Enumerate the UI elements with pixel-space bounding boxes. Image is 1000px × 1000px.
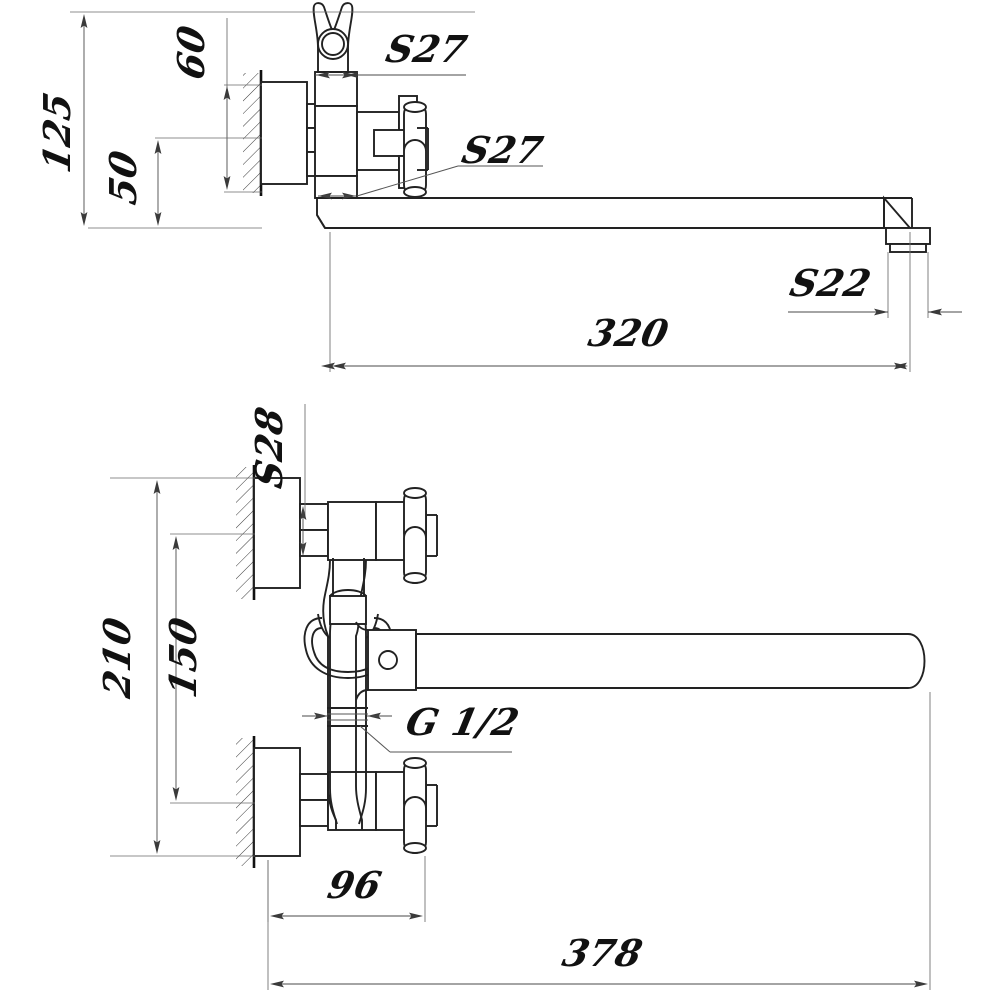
callout-label-g12: G 1/2 — [402, 700, 523, 744]
aerator-top — [885, 227, 931, 253]
dim-label-125: 125 — [35, 88, 79, 176]
dim-210-group — [110, 477, 255, 857]
spout-mount-block — [355, 621, 417, 701]
s27-bottom-leader — [318, 165, 543, 200]
callout-label-s27-top: S27 — [382, 27, 471, 71]
s27-top-leader — [315, 71, 466, 79]
dim-label-210: 210 — [95, 613, 139, 702]
dim-50-group — [88, 137, 262, 229]
dim-label-320: 320 — [585, 311, 673, 355]
dim-378-group — [267, 692, 931, 990]
callout-label-s22: S22 — [786, 261, 875, 305]
nipple-lower — [299, 773, 329, 827]
dim-label-150: 150 — [161, 613, 205, 701]
cross-handle-upper — [403, 487, 438, 584]
spout-arm-top — [316, 195, 913, 229]
cross-handle-lower — [403, 757, 438, 854]
dim-label-60: 60 — [169, 21, 213, 83]
escutcheon-top — [260, 81, 308, 185]
dim-125-group — [70, 11, 475, 226]
dim-label-378: 378 — [559, 931, 647, 975]
dim-320-group — [321, 232, 911, 372]
escutcheon-lower — [253, 747, 301, 857]
dim-150-group — [170, 533, 255, 804]
front-elevation-view: 210 150 96 378 S28 G 1/2 — [95, 403, 931, 990]
callout-label-s28: S28 — [247, 403, 291, 492]
lever-handle-top — [312, 2, 354, 73]
s22-dimension — [788, 252, 962, 318]
spout-arm-front — [415, 633, 926, 689]
wall-hatching-lower — [236, 736, 256, 868]
thread-band-g12 — [327, 707, 368, 727]
wall-hatching-upper — [236, 465, 256, 600]
escutcheon-upper — [253, 477, 301, 589]
valve-body-top — [314, 71, 358, 199]
wall-hatching-top — [243, 70, 263, 196]
cross-handle-top — [403, 101, 429, 198]
dim-label-50: 50 — [101, 146, 145, 208]
g12-leader — [302, 712, 512, 753]
dim-label-96: 96 — [324, 863, 386, 907]
side-elevation-view: 125 60 50 320 S27 S27 S22 — [35, 2, 962, 372]
s28-leader — [299, 404, 307, 556]
callout-label-s27-bottom: S27 — [458, 128, 547, 172]
